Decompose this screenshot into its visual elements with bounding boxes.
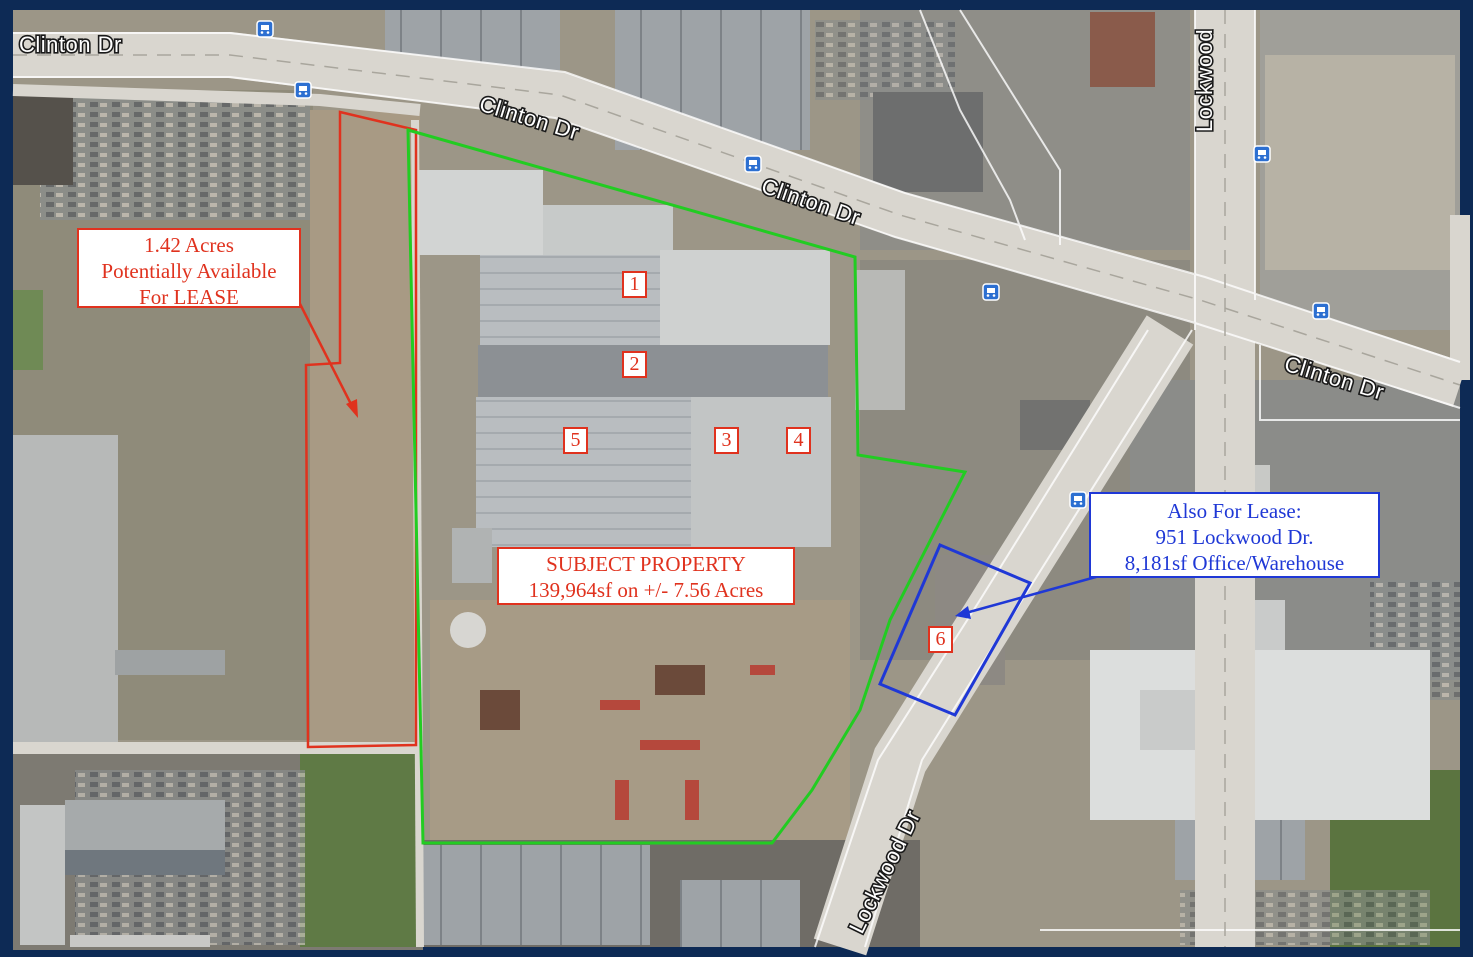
building-marker: 4 (786, 427, 811, 454)
lease-area-callout: 1.42 Acres Potentially Available For LEA… (77, 228, 301, 309)
building-marker: 3 (714, 427, 739, 454)
lease-callout-line: Potentially Available (101, 259, 277, 283)
subject-callout-line: 139,964sf on +/- 7.56 Acres (528, 578, 764, 602)
lease-callout-line: For LEASE (139, 285, 239, 309)
building-marker: 1 (622, 271, 647, 298)
also-for-lease-callout: Also For Lease: 951 Lockwood Dr. 8,181sf… (1089, 492, 1380, 578)
subject-property-boundary (406, 128, 968, 845)
also-callout-line: 951 Lockwood Dr. (1155, 525, 1314, 549)
building-marker: 2 (622, 351, 647, 378)
lease-callout-arrow (296, 299, 358, 418)
road-label-lockwood: Lockwood (1192, 29, 1217, 132)
subject-property-callout: SUBJECT PROPERTY 139,964sf on +/- 7.56 A… (497, 547, 795, 605)
also-callout-line: 8,181sf Office/Warehouse (1124, 551, 1345, 575)
road-label-clinton: Clinton Dr (19, 32, 122, 57)
subject-callout-line: SUBJECT PROPERTY (546, 552, 746, 576)
building-marker: 6 (928, 626, 953, 653)
also-callout-arrow (955, 573, 1104, 619)
lease-area-boundary (304, 110, 418, 749)
lease-callout-line: 1.42 Acres (144, 233, 234, 257)
also-callout-line: Also For Lease: (1167, 499, 1302, 523)
building-marker: 5 (563, 427, 588, 454)
also-for-lease-boundary (878, 543, 1033, 717)
